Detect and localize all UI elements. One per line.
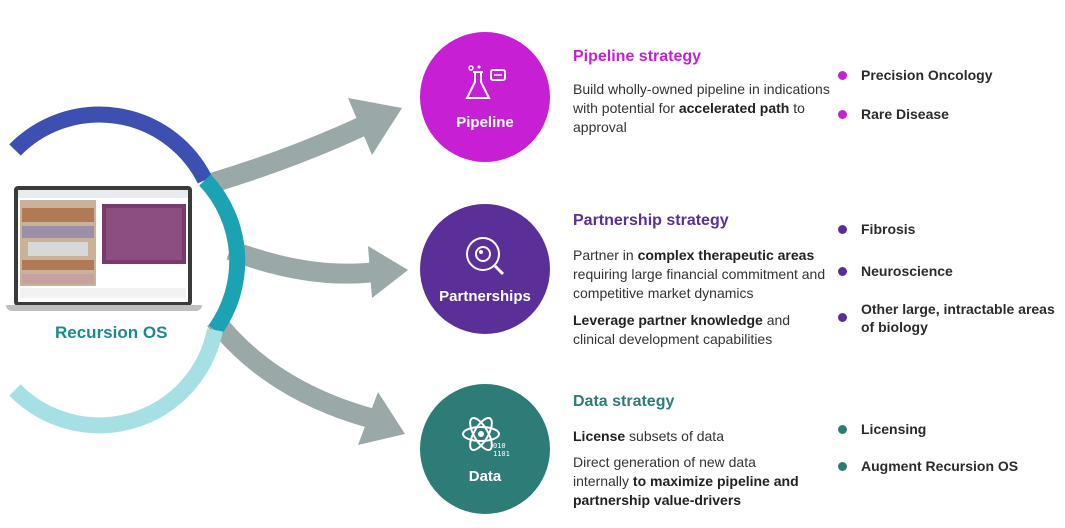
data-strategy-heading: Data strategy: [573, 393, 675, 410]
data-node: 010 1101 Data: [420, 384, 550, 514]
bullet-dot: [838, 313, 847, 322]
bullet-text: Neuroscience: [861, 263, 953, 279]
body-text: subsets of data: [625, 428, 724, 444]
emphasis-text: complex therapeutic areas: [637, 247, 815, 263]
laptop-base: [6, 305, 202, 311]
pipeline-strategy-description: Build wholly-owned pipeline in indicatio…: [573, 80, 843, 137]
bullet-fibrosis: Fibrosis: [838, 220, 915, 238]
partnership-strategy-leverage: Leverage partner knowledge and clinical …: [573, 311, 823, 349]
bullet-text: Licensing: [861, 421, 927, 437]
body-text: to approval: [573, 100, 805, 135]
bullet-other-areas: Other large, intractable areas of biolog…: [838, 300, 1058, 336]
emphasis-text: Leverage partner knowledge: [573, 312, 763, 328]
bullet-dot: [838, 425, 847, 434]
data-strategy-description: Direct generation of new data internally…: [573, 453, 803, 510]
partnerships-node-label: Partnerships: [439, 287, 531, 305]
arrow-to-data: [207, 313, 405, 445]
partnerships-node: Partnerships: [420, 204, 550, 334]
bullet-dot: [838, 71, 847, 80]
emphasis-text: to maximize pipeline and partnership val…: [573, 473, 799, 508]
bullet-text: Other large, intractable areas of biolog…: [861, 301, 1055, 335]
body-text: Direct generation of new data internally: [573, 454, 756, 489]
recursion-os-label: Recursion OS: [55, 323, 168, 342]
body-text: and clinical development capabilities: [573, 312, 791, 347]
bullet-licensing: Licensing: [838, 420, 926, 438]
bullet-dot: [838, 462, 847, 471]
body-text: requiring large financial commitment and…: [573, 266, 826, 301]
bullet-dot: [838, 267, 847, 276]
bullet-neuroscience: Neuroscience: [838, 262, 953, 280]
bullet-dot: [838, 225, 847, 234]
lab-flask-icon: [465, 64, 506, 99]
atom-binary-icon: 010 1101: [462, 416, 510, 458]
partnership-strategy-heading: Partnership strategy: [573, 212, 729, 229]
laptop-screen: [14, 186, 192, 306]
bullet-text: Augment Recursion OS: [861, 458, 1019, 474]
bullet-precision-oncology: Precision Oncology: [838, 66, 992, 84]
microscope-search-icon: [466, 236, 505, 275]
emphasis-text: License: [573, 428, 626, 444]
bullet-rare-disease: Rare Disease: [838, 105, 949, 123]
pipeline-strategy-heading: Pipeline strategy: [573, 48, 702, 65]
arrow-to-partnerships: [226, 240, 408, 298]
bullet-augment-recursion-os: Augment Recursion OS: [838, 457, 1018, 475]
bullet-dot: [838, 110, 847, 119]
emphasis-text: accelerated path: [678, 100, 790, 116]
body-text: Partner in: [573, 247, 638, 263]
data-node-label: Data: [468, 467, 502, 485]
arrow-to-pipeline: [202, 98, 402, 195]
partnership-strategy-description: Partner in complex therapeutic areas req…: [573, 246, 833, 303]
bullet-text: Rare Disease: [861, 106, 949, 122]
pipeline-node-label: Pipeline: [456, 113, 514, 131]
bullet-text: Fibrosis: [861, 221, 916, 237]
body-text: Build wholly-owned pipeline in indicatio…: [573, 81, 830, 116]
recursion-os-ring: [9, 106, 246, 434]
pipeline-node: Pipeline: [420, 32, 550, 162]
svg-text:1101: 1101: [493, 450, 510, 458]
bullet-text: Precision Oncology: [861, 67, 993, 83]
app-screenshot-thumbnail: [18, 190, 188, 298]
svg-text:010: 010: [493, 442, 506, 450]
data-strategy-license: License subsets of data: [573, 427, 843, 446]
